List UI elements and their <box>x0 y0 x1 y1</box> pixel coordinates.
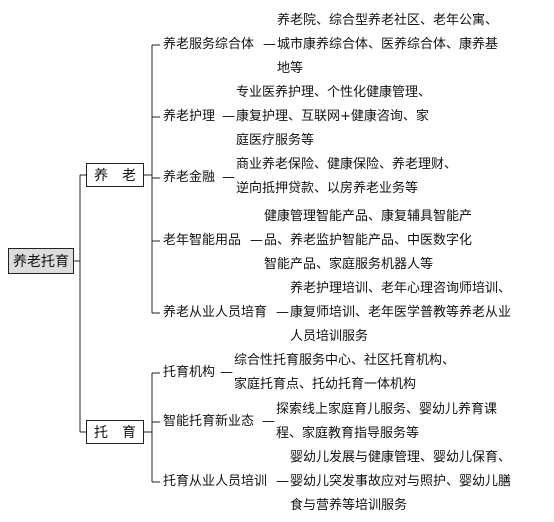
item-desc-line: 康复师培训、老年医学普教等养老从业 <box>290 305 512 320</box>
item-desc-line: 婴幼儿发展与健康管理、婴幼儿保育、 <box>290 450 512 465</box>
item-dash: — <box>250 233 263 248</box>
item-desc-line: 健康管理智能产品、康复辅具智能产 <box>264 209 473 224</box>
item-desc-line: 智能产品、家庭服务机器人等 <box>264 257 434 272</box>
item-desc-line: 庭医疗服务等 <box>236 133 315 148</box>
item-desc-line: 家庭托育点、托幼托育一体机构 <box>234 377 417 392</box>
branch-label: 托 育 <box>94 425 136 441</box>
item-desc-line: 综合性托育服务中心、社区托育机构、 <box>234 353 456 368</box>
item-desc-line: 婴幼儿突发事故应对与照护、婴幼儿膳 <box>290 474 512 489</box>
item-name: 养老护理 <box>163 109 216 124</box>
item-desc-line: 程、家庭教育指导服务等 <box>276 426 420 441</box>
item-dash: — <box>276 305 289 320</box>
root-node: 养老托育 <box>8 248 74 274</box>
item-name: 智能托育新业态 <box>163 414 255 429</box>
item-desc-line: 逆向抵押贷款、以房养老业务等 <box>236 181 419 196</box>
item-dash: — <box>263 37 276 52</box>
item-name: 养老从业人员培育 <box>163 305 268 320</box>
item-name: 老年智能用品 <box>163 233 242 248</box>
root-label: 养老托育 <box>13 254 69 270</box>
item-desc-line: 食与营养等培训服务 <box>290 498 408 513</box>
item-name: 养老金融 <box>163 170 216 185</box>
item-desc-line: 养老院、综合型养老社区、老年公寓、 <box>277 13 499 28</box>
item-name: 托育从业人员培训 <box>163 474 268 489</box>
item-desc-line: 品、养老监护智能产品、中医数字化 <box>264 233 473 248</box>
item-desc-line: 养老护理培训、老年心理咨询师培训、 <box>290 281 512 296</box>
item-desc-line: 专业医养护理、个性化健康管理、 <box>236 85 432 100</box>
item-dash: — <box>222 170 235 185</box>
item-name: 托育机构 <box>163 365 216 380</box>
branch-node-childcare: 托 育 <box>86 420 144 444</box>
item-dash: — <box>262 414 275 429</box>
item-desc-line: 探索线上家庭育儿服务、婴幼儿养育课 <box>276 402 498 417</box>
item-desc-line: 地等 <box>277 61 304 76</box>
item-dash: — <box>220 365 233 380</box>
item-desc-line: 商业养老保险、健康保险、养老理财、 <box>236 157 458 172</box>
item-desc-line: 人员培训服务 <box>290 329 369 344</box>
item-dash: — <box>276 474 289 489</box>
branch-label: 养 老 <box>94 168 136 184</box>
item-desc-line: 城市康养综合体、医养综合体、康养基 <box>277 37 499 52</box>
item-name: 养老服务综合体 <box>163 37 255 52</box>
item-desc-line: 康复护理、互联网+健康咨询、家 <box>236 109 429 124</box>
item-dash: — <box>222 109 235 124</box>
branch-node-elderly-care: 养 老 <box>86 163 144 187</box>
